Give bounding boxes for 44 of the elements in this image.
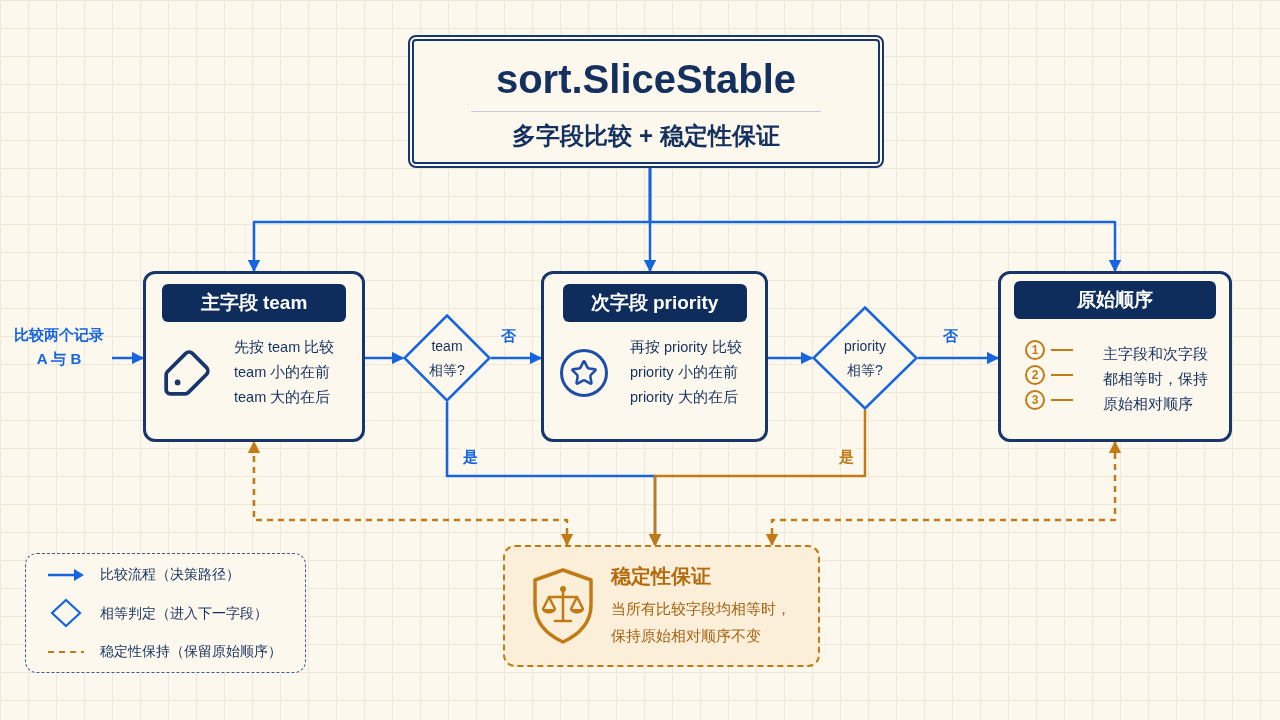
rule-text: 主字段和次字段都相等时，保持原始相对顺序 (1103, 345, 1209, 414)
decision-diamond (812, 306, 918, 410)
decision-label: team 相等? (428, 337, 466, 380)
arrow (768, 351, 814, 365)
edge-label: 否 (941, 327, 960, 345)
legend-text: 稳定性保持（保留原始顺序） (100, 642, 282, 661)
process-box (541, 271, 768, 442)
rule-text: priority 大的在后 (630, 388, 739, 407)
process-box (998, 271, 1232, 442)
arrow (648, 410, 867, 547)
legend-text: 相等判定（进入下一字段） (100, 603, 268, 623)
step-number: 1 (1025, 340, 1045, 360)
rule-text: priority 小的在前 (630, 363, 739, 382)
arrow (365, 351, 405, 365)
rule-text: team 小的在前 (234, 363, 332, 382)
step-number: 2 (1025, 365, 1045, 385)
rule-text: 再按 priority 比较 (630, 338, 742, 357)
box-header: 次字段 priority (562, 284, 747, 322)
arrow (918, 351, 1000, 365)
arrow (491, 351, 543, 365)
guarantee-title: 稳定性保证 (611, 564, 712, 589)
guarantee-box (503, 545, 820, 667)
decision-label: priority 相等? (843, 337, 887, 380)
title-text: sort.SliceStable (495, 56, 797, 103)
title-box (408, 35, 884, 168)
arrow (648, 168, 1122, 273)
box-header: 主字段 team (162, 284, 346, 322)
subtitle-text: 多字段比较 + 稳定性保证 (512, 121, 780, 151)
guarantee-text: 当所有比较字段均相等时，保持原始相对顺序不变 (611, 599, 791, 646)
dashed-connector (765, 440, 1122, 547)
process-box (143, 271, 365, 442)
decision-diamond (403, 314, 491, 402)
rule-text: team 大的在后 (234, 388, 332, 407)
arrow (112, 351, 145, 365)
rule-text: 先按 team 比较 (234, 338, 335, 357)
input-text: A 与 B (36, 350, 82, 368)
edge-label: 否 (499, 327, 518, 345)
edge-label: 是 (461, 448, 480, 466)
dashed-connector (247, 440, 574, 547)
input-text: 比较两个记录 (14, 326, 104, 344)
step-number: 3 (1025, 390, 1045, 410)
legend-text: 比较流程（决策路径） (100, 565, 240, 584)
box-header: 原始顺序 (1014, 281, 1216, 319)
edge-label: 是 (837, 448, 856, 466)
